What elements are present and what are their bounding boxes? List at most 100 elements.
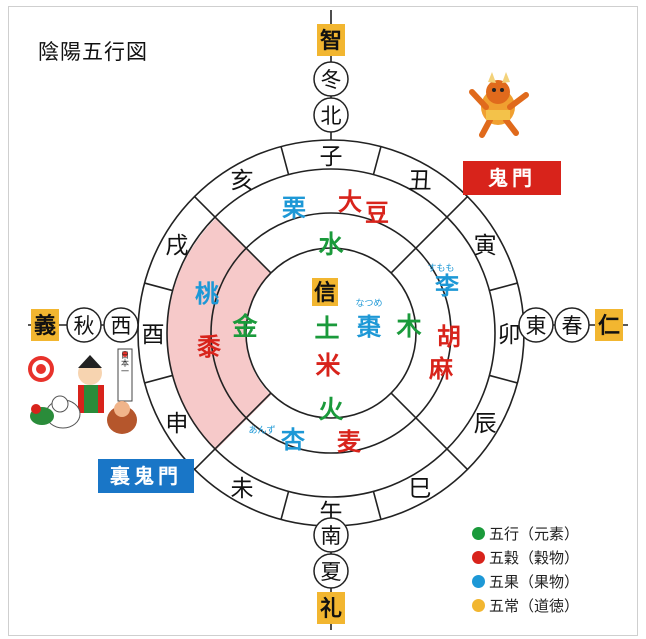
axis-char: 秋 — [74, 314, 95, 338]
zodiac-divider — [144, 282, 173, 292]
middle-ring — [210, 212, 452, 454]
zodiac-label: 亥 — [231, 168, 254, 194]
zodiac-divider — [489, 282, 518, 292]
legend-item-grain: 五穀（穀物） — [472, 545, 579, 569]
zodiac-divider — [372, 491, 382, 520]
axis-circle — [554, 307, 590, 343]
zodiac-ring-inner — [166, 168, 496, 498]
nihonichi-flag-text: 日本一 — [121, 351, 130, 375]
zodiac-label: 未 — [231, 476, 254, 502]
element-east: 木 — [395, 312, 421, 341]
center-virtue: 信 — [314, 280, 336, 306]
axis-labels: 智冬北南夏礼 義秋西 東春仁 — [31, 24, 623, 624]
oni-illustration — [469, 72, 529, 138]
fruit-north: 栗 — [282, 193, 306, 222]
legend-item-virtue: 五常（道徳） — [472, 593, 579, 617]
quadrant-divider — [214, 392, 272, 450]
zodiac-label: 申 — [165, 411, 188, 437]
axis-circle — [313, 61, 349, 97]
zodiac-divider — [372, 146, 382, 175]
zodiac-divider — [446, 448, 469, 471]
momotaro-illustration: 日本一 — [28, 348, 137, 434]
legend-dot-element — [472, 526, 485, 540]
virtue-box — [317, 24, 345, 56]
zodiac-label: 卯 — [498, 322, 521, 348]
legend-item-element: 五行（元素） — [472, 521, 579, 545]
element-west: 金 — [231, 312, 258, 341]
fruit-west: 桃 — [195, 279, 219, 308]
grain-west: 黍 — [197, 332, 222, 361]
virtue-char: 智 — [320, 28, 342, 54]
axis-char: 冬 — [321, 68, 342, 92]
inner-ring — [245, 247, 417, 419]
element-center: 土 — [314, 314, 339, 343]
fruit-south-ruby: あんず — [248, 425, 275, 436]
quadrant-divider — [214, 216, 272, 274]
quadrant-divider — [390, 216, 448, 274]
zodiac-dividers — [144, 146, 518, 520]
axis-char: 南 — [321, 524, 342, 548]
element-north: 水 — [318, 230, 344, 259]
grain-east-a: 胡 — [437, 322, 461, 351]
zodiac-label: 戌 — [165, 233, 188, 259]
element-south: 火 — [318, 395, 343, 424]
zodiac-divider — [280, 491, 290, 520]
axis-char: 東 — [526, 314, 547, 338]
fruit-east-ruby: すもも — [427, 263, 454, 274]
quadrant-dividers — [214, 216, 448, 450]
zodiac-label: 巳 — [409, 476, 432, 502]
axis-circle — [518, 307, 554, 343]
axis-char: 西 — [111, 314, 132, 338]
urakimon-label: 裏鬼門 — [98, 459, 194, 493]
legend-dot-grain — [472, 550, 485, 564]
center-fruit-ruby: なつめ — [355, 298, 382, 309]
frame-border — [8, 6, 638, 636]
zodiac-label: 丑 — [409, 168, 432, 194]
zodiac-label: 辰 — [474, 411, 497, 437]
legend: 五行（元素） 五穀（穀物） 五果（果物） 五常（道徳） — [472, 521, 579, 617]
virtue-char: 仁 — [598, 313, 620, 339]
zodiac-divider — [144, 374, 173, 384]
zodiac-label: 酉 — [142, 322, 165, 348]
legend-text-element: 五行（元素） — [489, 524, 580, 543]
center-fruit: 棗 — [356, 312, 382, 341]
grain-north-b: 豆 — [365, 198, 389, 227]
virtue-char: 礼 — [320, 596, 342, 622]
legend-text-virtue: 五常（道徳） — [489, 596, 580, 615]
west-sector-highlight — [167, 218, 271, 451]
axis-circle — [313, 517, 349, 553]
zodiac-divider — [280, 146, 290, 175]
grain-north-a: 大 — [338, 187, 362, 216]
virtue-box — [31, 309, 59, 341]
legend-item-fruit: 五果（果物） — [472, 569, 579, 593]
axis-circle — [313, 553, 349, 589]
diagram-title: 陰陽五行図 — [38, 40, 148, 64]
grain-east-b: 麻 — [428, 354, 454, 383]
axis-circle — [313, 97, 349, 133]
grain-south: 麦 — [337, 427, 362, 456]
zodiac-divider — [489, 374, 518, 384]
quadrant-divider — [390, 392, 448, 450]
axis-circle — [66, 307, 102, 343]
zodiac-divider — [193, 195, 216, 218]
axis-char: 春 — [562, 314, 583, 338]
legend-text-fruit: 五果（果物） — [489, 572, 580, 591]
axis-circle — [103, 307, 139, 343]
virtue-box — [317, 592, 345, 624]
fruit-east: 李 — [435, 271, 459, 300]
zodiac-divider — [193, 448, 216, 471]
kimon-label: 鬼門 — [463, 161, 561, 195]
zodiac-label: 寅 — [474, 233, 497, 259]
virtue-char: 義 — [34, 313, 56, 339]
axis-char: 夏 — [321, 560, 342, 584]
center-grain: 米 — [315, 351, 341, 380]
axis-char: 北 — [321, 104, 342, 128]
virtue-box — [595, 309, 623, 341]
legend-text-grain: 五穀（穀物） — [489, 548, 580, 567]
center-virtue-box — [312, 278, 338, 306]
fruit-south: 杏 — [281, 425, 305, 454]
zodiac-label: 子 — [320, 144, 343, 170]
